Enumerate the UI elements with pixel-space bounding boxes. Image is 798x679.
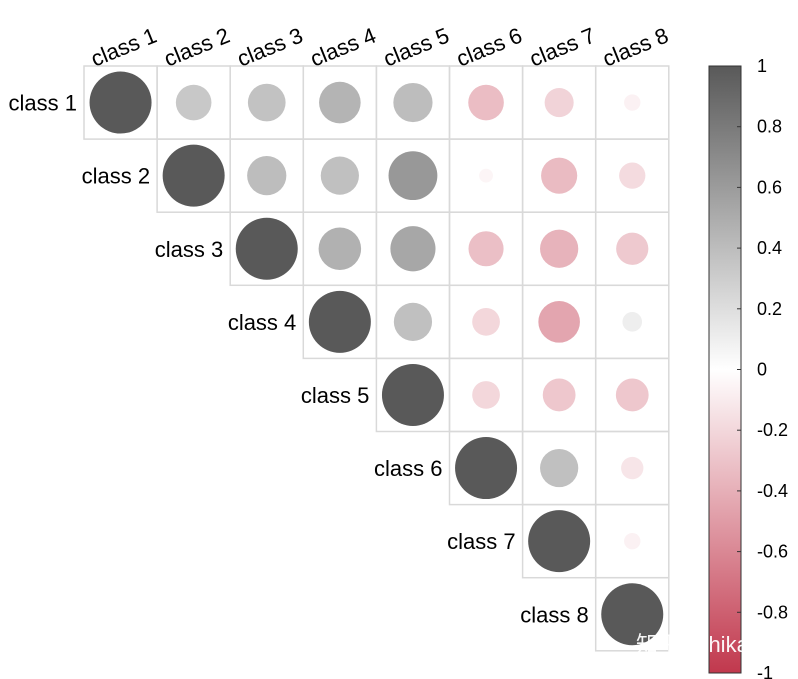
row-label: class 6 <box>374 456 442 481</box>
correlation-circle <box>540 448 579 488</box>
correlation-circle <box>472 381 500 409</box>
correlation-circle <box>621 456 644 480</box>
correlation-circle <box>540 229 579 268</box>
correlation-circle <box>468 84 504 121</box>
correlation-circle <box>89 71 152 134</box>
correlation-circle <box>472 307 500 336</box>
colorbar-gradient <box>708 65 742 674</box>
correlation-circle <box>615 378 649 412</box>
colorbar-tick-label: 0.8 <box>757 117 782 137</box>
correlation-circle <box>619 162 646 189</box>
colorbar-tick-label: 0.4 <box>757 238 782 258</box>
watermark: 知乎 @hikari <box>636 632 761 657</box>
column-label: class 6 <box>453 23 526 72</box>
correlation-circle <box>601 583 664 646</box>
correlation-circle <box>390 226 436 272</box>
row-label: class 7 <box>447 529 515 554</box>
correlation-circle <box>388 151 438 201</box>
correlation-circle <box>479 168 493 183</box>
correlation-circle <box>175 84 212 121</box>
column-label: class 1 <box>87 23 160 72</box>
correlation-circle <box>318 227 362 270</box>
correlation-circle <box>468 231 504 267</box>
correlation-circle <box>541 157 578 194</box>
correlation-circle <box>528 510 591 573</box>
correlation-circle <box>622 312 643 332</box>
column-label: class 8 <box>599 23 672 72</box>
colorbar-tick-label: -1 <box>757 663 773 679</box>
grid-cell <box>594 576 670 652</box>
correlation-circle <box>247 156 287 196</box>
correlation-circle <box>538 301 580 343</box>
row-label: class 3 <box>155 237 223 262</box>
correlation-circle <box>542 378 576 412</box>
correlation-circle <box>319 81 361 124</box>
correlation-circle <box>616 232 649 265</box>
correlation-circle <box>247 83 286 122</box>
correlation-circle <box>235 217 298 280</box>
colorbar: 1 0.8 0.6 0.4 0.2 0 -0.2 -0.4 -0.6 -0.8 -1 <box>708 56 788 679</box>
correlation-circle <box>624 532 641 550</box>
correlation-circle <box>381 363 444 426</box>
column-label: class 7 <box>526 23 599 72</box>
correlation-circle <box>624 94 641 111</box>
colorbar-tick-label: -0.2 <box>757 420 788 440</box>
column-label: class 4 <box>307 23 380 72</box>
row-label: class 4 <box>228 310 296 335</box>
row-label: class 1 <box>9 91 77 116</box>
colorbar-tick-label: -0.4 <box>757 481 788 501</box>
column-label: class 2 <box>160 23 233 72</box>
correlation-circle <box>162 144 225 207</box>
row-label: class 8 <box>520 602 588 627</box>
colorbar-tick-label: 0 <box>757 360 767 380</box>
colorbar-tick-label: -0.8 <box>757 602 788 622</box>
colorbar-tick-label: 0.6 <box>757 177 782 197</box>
column-label: class 3 <box>234 23 307 72</box>
colorbar-tick-label: 0.2 <box>757 299 782 319</box>
colorbar-tick-label: 1 <box>757 56 767 76</box>
column-label: class 5 <box>380 23 453 72</box>
row-label: class 2 <box>82 164 150 189</box>
colorbar-tick-label: -0.6 <box>757 542 788 562</box>
correlation-circle <box>393 82 433 123</box>
correlation-circle <box>320 156 359 195</box>
correlation-circles <box>89 71 664 646</box>
matrix-grid <box>83 65 670 652</box>
correlation-circle <box>393 302 433 341</box>
correlation-circle <box>308 290 371 353</box>
row-label: class 5 <box>301 383 369 408</box>
correlation-circle <box>455 437 518 500</box>
correlation-circle <box>544 88 574 118</box>
